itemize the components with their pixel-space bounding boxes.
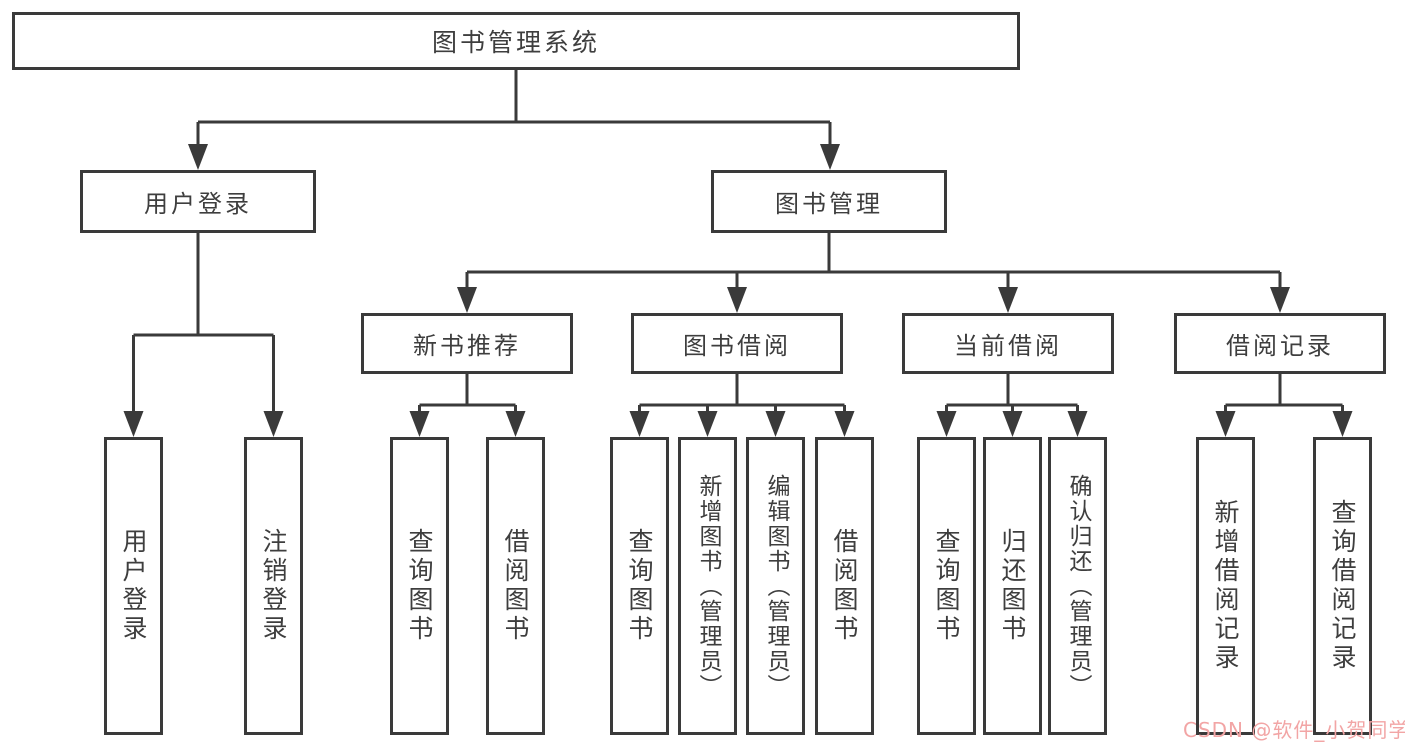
arrow-down-icon — [936, 411, 957, 437]
arrow-down-icon — [263, 411, 284, 437]
arrow-down-icon — [727, 287, 747, 313]
leaf-confirm-return-admin: 确认归还（管理员） — [1048, 437, 1107, 735]
leaf-user-login-label: 用户登录 — [119, 528, 148, 644]
node-new-book-recommend: 新书推荐 — [361, 313, 573, 374]
arrow-down-icon — [1002, 411, 1023, 437]
leaf-query-books-current-label: 查询图书 — [932, 528, 961, 644]
arrow-down-icon — [629, 411, 650, 437]
arrow-down-icon — [1067, 411, 1088, 437]
leaf-borrow-books-recommend-label: 借阅图书 — [501, 528, 530, 644]
node-user-login-branch: 用户登录 — [80, 170, 316, 233]
leaf-user-login: 用户登录 — [104, 437, 163, 735]
arrow-down-icon — [765, 411, 786, 437]
node-book-management-branch: 图书管理 — [711, 170, 947, 233]
leaf-add-borrow-record-label: 新增借阅记录 — [1211, 499, 1240, 673]
node-user-login-label: 用户登录 — [144, 190, 252, 218]
leaf-edit-book-admin-label: 编辑图书（管理员） — [763, 473, 789, 699]
arrow-down-icon — [409, 411, 430, 437]
leaf-edit-book-admin: 编辑图书（管理员） — [746, 437, 805, 735]
leaf-logout: 注销登录 — [244, 437, 303, 735]
node-new-book-recommend-label: 新书推荐 — [413, 332, 521, 360]
node-borrowing-records: 借阅记录 — [1174, 313, 1386, 374]
arrowheads — [123, 144, 1353, 437]
arrow-down-icon — [188, 144, 208, 170]
leaf-confirm-return-admin-label: 确认归还（管理员） — [1065, 473, 1091, 699]
leaf-return-book-label: 归还图书 — [998, 528, 1027, 644]
node-system-root: 图书管理系统 — [12, 12, 1020, 70]
leaf-add-book-admin-label: 新增图书（管理员） — [695, 473, 721, 699]
leaf-add-borrow-record: 新增借阅记录 — [1196, 437, 1255, 735]
leaf-borrow-books: 借阅图书 — [815, 437, 874, 735]
leaf-query-books-borrow-label: 查询图书 — [625, 528, 654, 644]
arrow-down-icon — [1332, 411, 1353, 437]
leaf-return-book: 归还图书 — [983, 437, 1042, 735]
arrow-down-icon — [1215, 411, 1236, 437]
node-book-borrowing-label: 图书借阅 — [683, 332, 791, 360]
node-book-management-label: 图书管理 — [775, 190, 883, 218]
csdn-watermark: CSDN @软件_小贺同学 — [1183, 718, 1405, 742]
arrow-down-icon — [834, 411, 855, 437]
node-current-borrowing: 当前借阅 — [902, 313, 1114, 374]
leaf-query-books-recommend: 查询图书 — [390, 437, 449, 735]
node-borrowing-records-label: 借阅记录 — [1226, 332, 1334, 360]
leaf-query-books-current: 查询图书 — [917, 437, 976, 735]
leaf-add-book-admin: 新增图书（管理员） — [678, 437, 737, 735]
connector-lines — [132, 70, 1344, 415]
leaf-logout-label: 注销登录 — [259, 528, 288, 644]
arrow-down-icon — [697, 411, 718, 437]
node-current-borrowing-label: 当前借阅 — [954, 332, 1062, 360]
arrow-down-icon — [123, 411, 144, 437]
leaf-query-borrow-record: 查询借阅记录 — [1313, 437, 1372, 735]
leaf-borrow-books-label: 借阅图书 — [830, 528, 859, 644]
node-system-root-label: 图书管理系统 — [431, 28, 600, 57]
arrow-down-icon — [998, 287, 1018, 313]
leaf-query-books-recommend-label: 查询图书 — [405, 528, 434, 644]
arrow-down-icon — [820, 144, 840, 170]
leaf-query-borrow-record-label: 查询借阅记录 — [1328, 499, 1357, 673]
arrow-down-icon — [1270, 287, 1290, 313]
arrow-down-icon — [505, 411, 526, 437]
arrow-down-icon — [457, 287, 477, 313]
leaf-borrow-books-recommend: 借阅图书 — [486, 437, 545, 735]
node-book-borrowing: 图书借阅 — [631, 313, 843, 374]
leaf-query-books-borrow: 查询图书 — [610, 437, 669, 735]
